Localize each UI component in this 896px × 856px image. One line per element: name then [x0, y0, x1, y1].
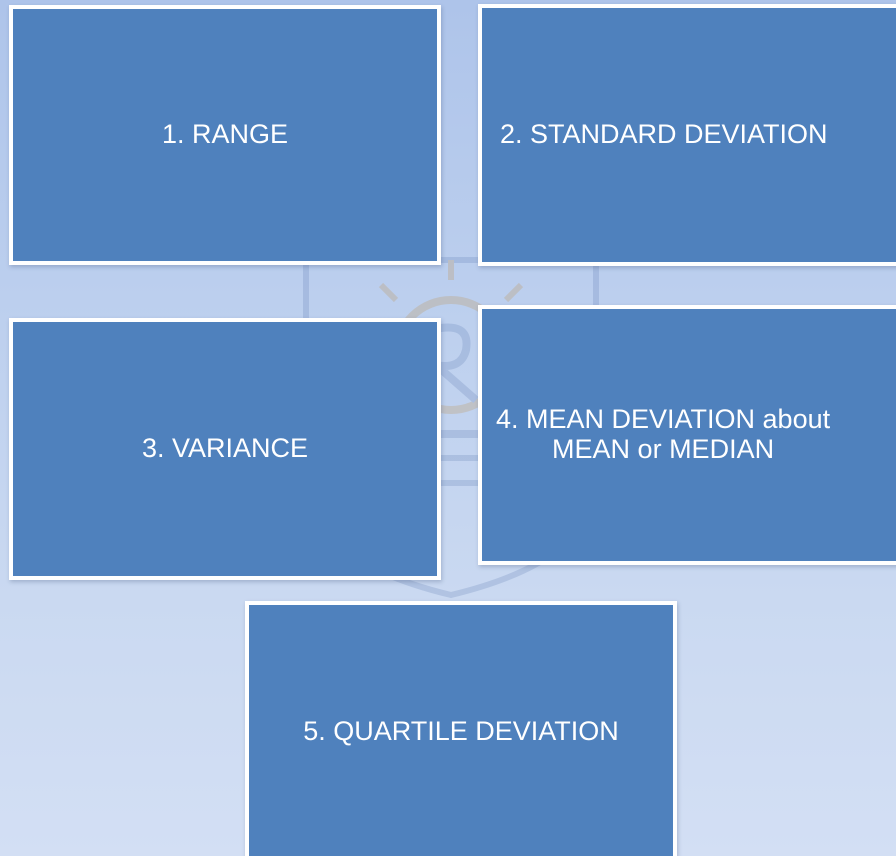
measure-label-range: 1. RANGE — [161, 119, 289, 150]
measure-box-standard-deviation: 2. STANDARD DEVIATION — [478, 4, 896, 266]
measure-box-mean-deviation: 4. MEAN DEVIATION about MEAN or MEDIAN — [478, 305, 896, 565]
measure-box-range: 1. RANGE — [9, 5, 441, 265]
measure-label-variance: 3. VARIANCE — [141, 433, 309, 464]
measure-label-quartile-deviation: 5. QUARTILE DEVIATION — [303, 716, 619, 747]
measure-box-quartile-deviation: 5. QUARTILE DEVIATION — [245, 601, 677, 856]
measure-label-mean-deviation: 4. MEAN DEVIATION about MEAN or MEDIAN — [496, 404, 831, 464]
measure-box-variance: 3. VARIANCE — [9, 318, 441, 580]
measure-label-standard-deviation: 2. STANDARD DEVIATION — [500, 119, 828, 150]
